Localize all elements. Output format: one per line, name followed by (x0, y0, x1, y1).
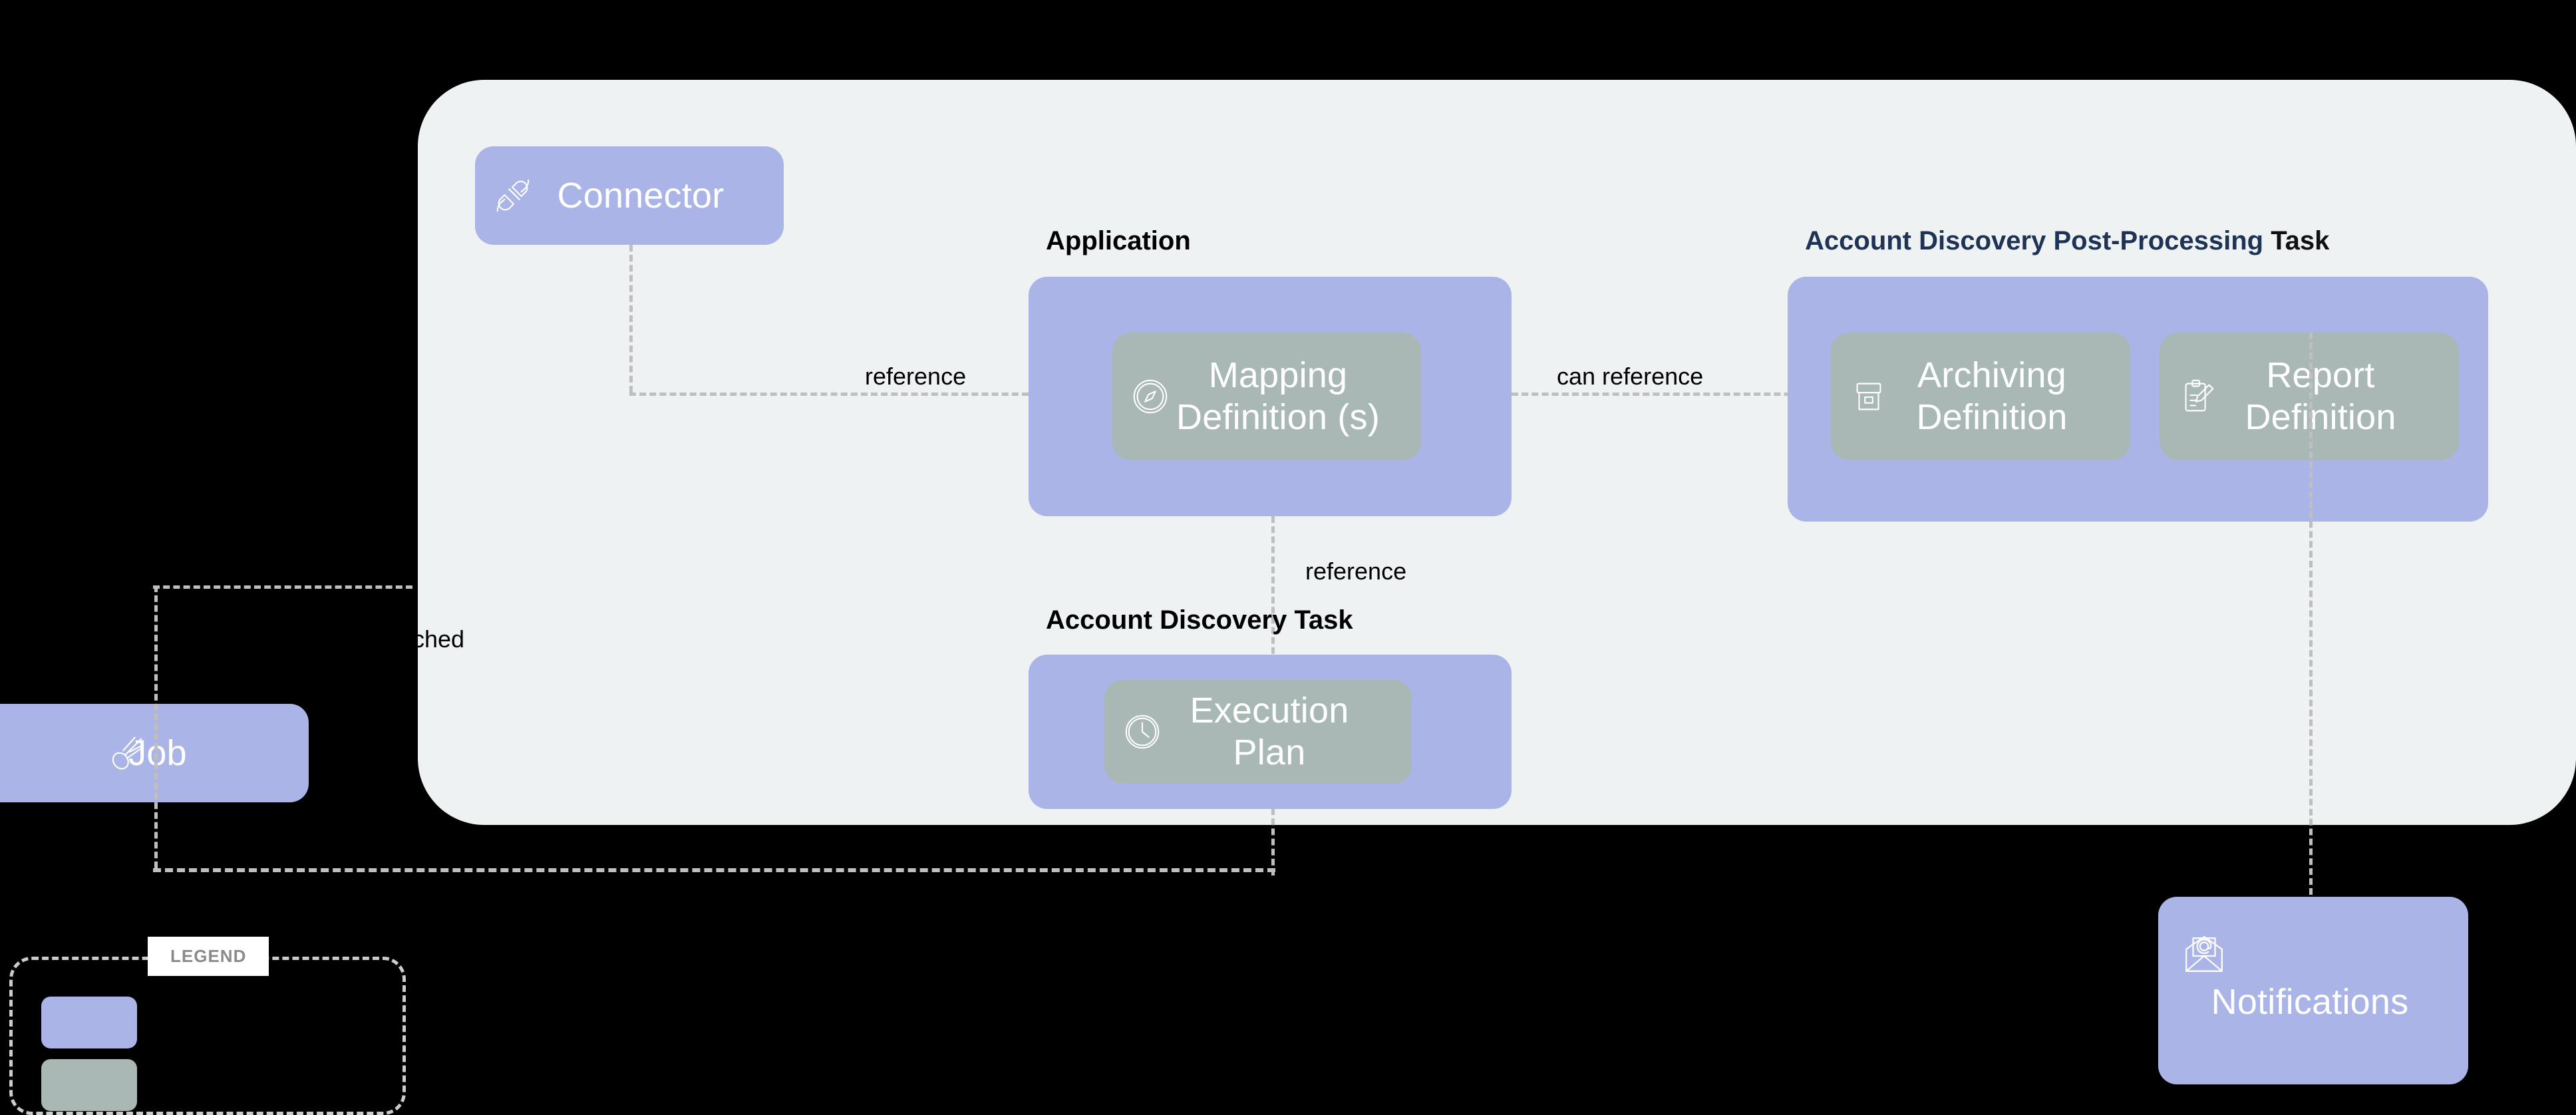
node-job-label: Job (128, 732, 187, 773)
group-title-post-processing: Account Discovery Post-Processing Task (1805, 226, 2329, 256)
edge-mapping-to-post-processing (1512, 393, 1811, 396)
edge-job-left-vertical (154, 585, 158, 868)
group-title-post-processing-main: Account Discovery Post-Processing (1805, 226, 2271, 255)
edge-job-top-horizontal (153, 585, 412, 589)
clipboard-pencil-icon (2177, 376, 2218, 417)
edge-label-job-partial: ched (412, 625, 465, 653)
node-archiving-definition[interactable]: Archiving Definition (1831, 333, 2130, 460)
node-notifications-label: Notifications (2211, 981, 2409, 1022)
edge-job-bottom-horizontal (153, 868, 1275, 872)
edge-label-connector-reference: reference (865, 363, 967, 390)
group-title-post-processing-tail: Task (2271, 226, 2330, 255)
envelope-at-icon (2182, 934, 2226, 978)
edge-connector-horizontal (629, 393, 1029, 396)
node-execution-plan[interactable]: Execution Plan (1104, 680, 1412, 784)
edge-label-can-reference: can reference (1557, 363, 1704, 390)
edge-report-to-notifications (2309, 333, 2313, 895)
legend-swatch-primary (41, 997, 137, 1048)
group-title-application: Application (1046, 226, 1191, 255)
clock-icon (1122, 711, 1163, 752)
node-execution-plan-label: Execution Plan (1190, 691, 1349, 772)
node-report-definition-label: Report Definition (2245, 355, 2396, 437)
legend-title: LEGEND (148, 937, 269, 976)
node-notifications[interactable]: Notifications (2158, 897, 2468, 1084)
node-mapping-definition[interactable]: Mapping Definition (s) (1112, 333, 1421, 460)
group-title-discovery-task: Account Discovery Task (1046, 605, 1353, 635)
archive-box-icon (1848, 376, 1889, 417)
edge-connector-vertical (629, 245, 633, 393)
edge-label-plan-reference: reference (1305, 558, 1407, 585)
node-connector[interactable]: Connector (475, 146, 784, 245)
legend-swatch-secondary (41, 1059, 137, 1111)
node-connector-label: Connector (557, 175, 724, 216)
node-archiving-definition-label: Archiving Definition (1916, 355, 2068, 437)
node-mapping-definition-label: Mapping Definition (s) (1176, 355, 1380, 437)
